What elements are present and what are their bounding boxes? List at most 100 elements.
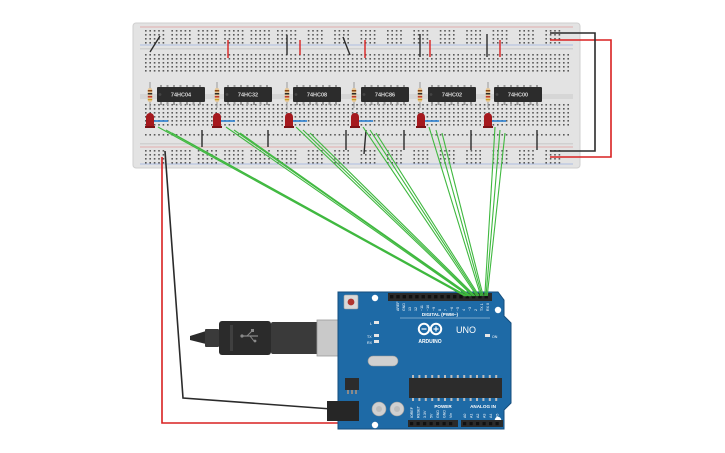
breadboard-hole bbox=[171, 62, 173, 64]
breadboard-hole bbox=[149, 58, 151, 60]
breadboard-hole bbox=[153, 116, 156, 118]
breadboard-hole bbox=[527, 116, 530, 118]
breadboard-hole bbox=[294, 70, 297, 72]
breadboard-hole bbox=[523, 42, 525, 44]
analog-pin-label: A4 bbox=[489, 414, 493, 418]
breadboard-hole bbox=[250, 108, 253, 110]
breadboard-hole bbox=[536, 66, 539, 68]
breadboard-hole bbox=[470, 66, 473, 68]
breadboard-hole bbox=[343, 66, 345, 68]
breadboard-hole bbox=[338, 158, 341, 160]
breadboard-hole bbox=[457, 124, 459, 126]
breadboard-hole bbox=[461, 116, 464, 118]
breadboard-hole bbox=[527, 62, 530, 64]
breadboard-hole bbox=[400, 120, 402, 122]
breadboard-hole bbox=[175, 38, 178, 40]
breadboard-hole bbox=[527, 104, 530, 106]
rx-label: RX bbox=[367, 341, 373, 345]
breadboard-hole bbox=[497, 116, 499, 118]
breadboard-hole bbox=[228, 150, 231, 152]
breadboard-hole bbox=[180, 158, 182, 160]
mount-hole bbox=[371, 294, 379, 302]
breadboard-hole bbox=[527, 38, 530, 40]
breadboard-hole bbox=[365, 38, 367, 40]
breadboard-hole bbox=[391, 42, 393, 44]
breadboard-hole bbox=[263, 120, 266, 122]
breadboard-hole bbox=[343, 120, 345, 122]
breadboard-hole bbox=[497, 30, 499, 32]
power-jack bbox=[327, 401, 359, 421]
breadboard-hole bbox=[387, 154, 389, 156]
breadboard-hole bbox=[369, 154, 371, 156]
breadboard-hole bbox=[338, 104, 341, 106]
breadboard-hole bbox=[501, 34, 503, 36]
breadboard-hole bbox=[268, 124, 270, 126]
breadboard-hole bbox=[263, 112, 266, 114]
breadboard-hole bbox=[321, 112, 323, 114]
breadboard-hole bbox=[237, 162, 239, 164]
breadboard-hole bbox=[197, 54, 200, 56]
breadboard-hole bbox=[417, 62, 420, 64]
breadboard-hole bbox=[356, 66, 358, 68]
breadboard-hole bbox=[510, 62, 512, 64]
breadboard-hole bbox=[307, 42, 310, 44]
breadboard-hole bbox=[343, 62, 345, 64]
breadboard-hole bbox=[422, 58, 424, 60]
breadboard-hole bbox=[277, 30, 279, 32]
breadboard-hole bbox=[268, 30, 270, 32]
breadboard-hole bbox=[193, 108, 195, 110]
breadboard-hole bbox=[149, 112, 151, 114]
breadboard-hole bbox=[461, 124, 464, 126]
breadboard-hole bbox=[404, 120, 407, 122]
breadboard-hole bbox=[501, 108, 503, 110]
breadboard-hole bbox=[149, 62, 151, 64]
breadboard-hole bbox=[334, 62, 336, 64]
breadboard-hole bbox=[365, 108, 367, 110]
breadboard-hole bbox=[382, 120, 385, 122]
breadboard-hole bbox=[202, 70, 204, 72]
reset-button-cap[interactable] bbox=[347, 298, 355, 306]
breadboard-hole bbox=[329, 70, 332, 72]
breadboard-hole bbox=[387, 30, 389, 32]
breadboard-hole bbox=[527, 34, 530, 36]
breadboard-hole bbox=[162, 134, 165, 136]
breadboard-hole bbox=[554, 162, 556, 164]
breadboard-hole bbox=[479, 54, 481, 56]
breadboard-hole bbox=[272, 124, 275, 126]
breadboard-hole bbox=[422, 54, 424, 56]
breadboard-hole bbox=[351, 58, 354, 60]
breadboard-hole bbox=[519, 150, 521, 152]
header-pin bbox=[484, 295, 488, 299]
breadboard-hole bbox=[365, 70, 367, 72]
breadboard-hole bbox=[435, 104, 437, 106]
breadboard-hole bbox=[492, 124, 495, 126]
breadboard-hole bbox=[171, 108, 173, 110]
breadboard-hole bbox=[211, 38, 213, 40]
digital-pin-label: 13 bbox=[408, 307, 412, 311]
breadboard-hole bbox=[554, 124, 556, 126]
breadboard-hole bbox=[343, 124, 345, 126]
breadboard-hole bbox=[470, 62, 473, 64]
breadboard-hole bbox=[391, 70, 393, 72]
breadboard-hole bbox=[549, 116, 552, 118]
breadboard-hole bbox=[347, 38, 349, 40]
breadboard-hole bbox=[237, 66, 239, 68]
breadboard-hole bbox=[184, 120, 187, 122]
breadboard-hole bbox=[263, 38, 266, 40]
breadboard-hole bbox=[149, 34, 151, 36]
breadboard-hole bbox=[417, 42, 420, 44]
breadboard-hole bbox=[211, 66, 213, 68]
breadboard-hole bbox=[417, 70, 420, 72]
on-led-label: ON bbox=[492, 335, 498, 339]
breadboard-hole bbox=[321, 62, 323, 64]
breadboard-hole bbox=[387, 34, 389, 36]
breadboard-hole bbox=[545, 42, 547, 44]
breadboard-hole bbox=[184, 108, 187, 110]
breadboard-hole bbox=[175, 58, 178, 60]
breadboard-hole bbox=[373, 58, 376, 60]
signal-wire bbox=[441, 132, 484, 297]
breadboard-hole bbox=[523, 158, 525, 160]
breadboard-hole bbox=[479, 150, 481, 152]
l-led bbox=[374, 321, 379, 324]
